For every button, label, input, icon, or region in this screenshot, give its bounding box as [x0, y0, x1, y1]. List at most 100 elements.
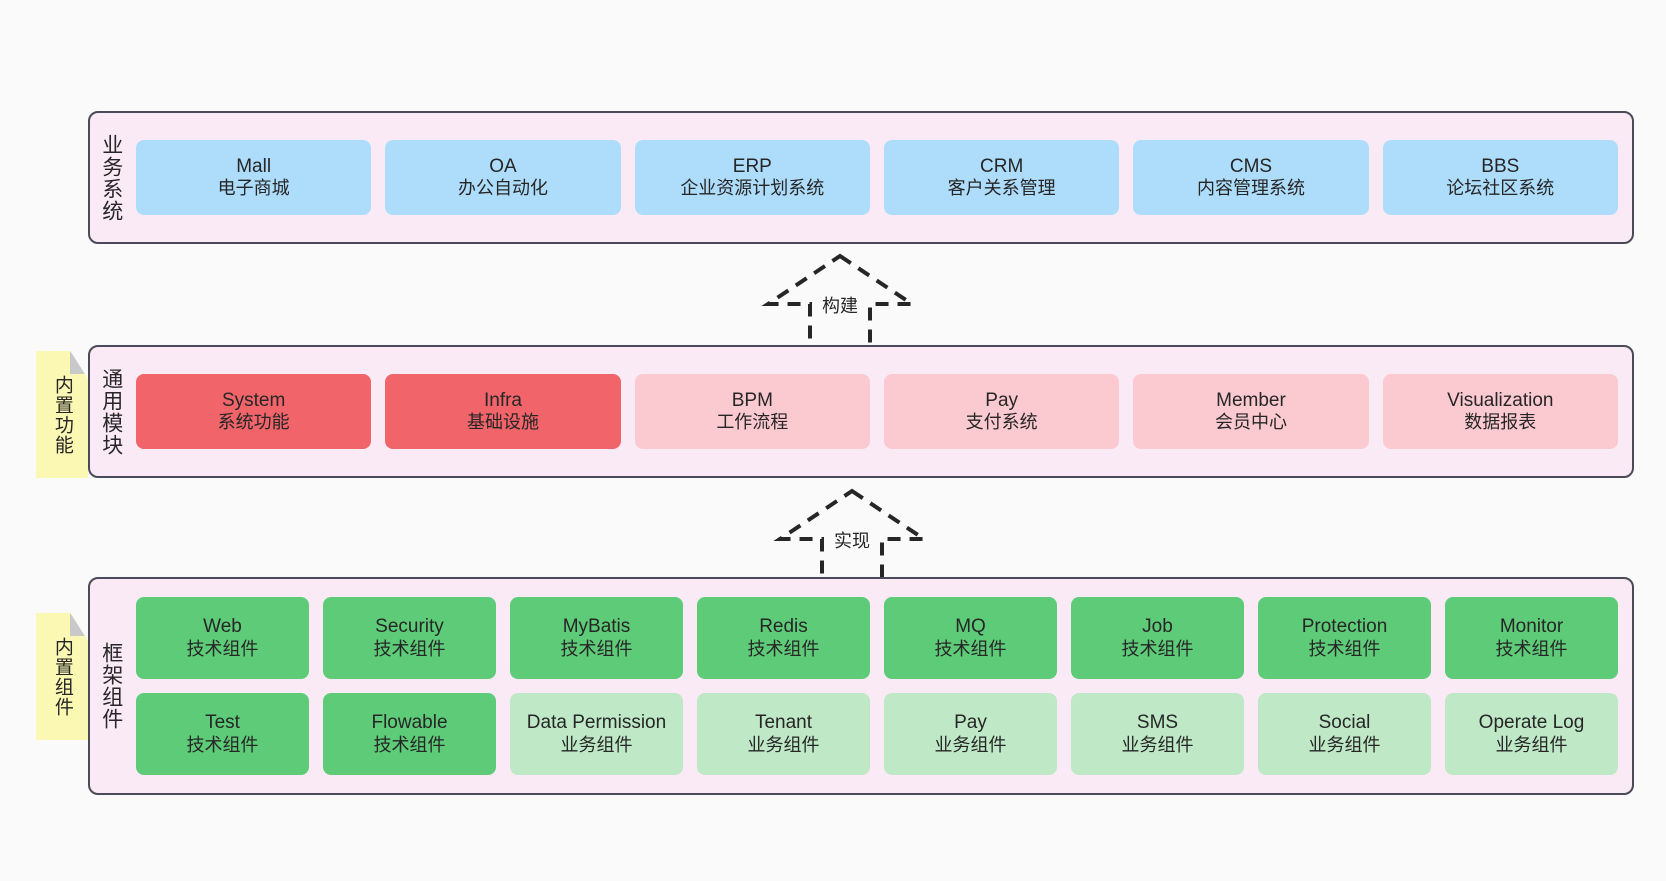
- node-title: Operate Log: [1478, 712, 1585, 734]
- node-crm[interactable]: CRM 客户关系管理: [883, 140, 1120, 215]
- layer-row: Web 技术组件 Security 技术组件 MyBatis 技术组件 Redi…: [136, 597, 1618, 679]
- node-subtitle: 内容管理系统: [1196, 178, 1305, 199]
- node-title: Visualization: [1447, 389, 1554, 411]
- layer-row: Test 技术组件 Flowable 技术组件 Data Permission …: [136, 693, 1618, 775]
- layer-title-business-systems: 业务系统: [99, 133, 123, 222]
- node-operate-log[interactable]: Operate Log 业务组件: [1445, 693, 1618, 775]
- node-subtitle: 业务组件: [1121, 734, 1194, 755]
- connector-implement: 实现: [772, 488, 932, 585]
- node-title: Flowable: [371, 712, 448, 734]
- layer-body-business-systems: Mall 电子商城 OA 办公自动化 ERP 企业资源计划系统 CRM 客户关系…: [132, 113, 1632, 242]
- connector-build: 构建: [760, 253, 920, 350]
- node-subtitle: 电子商城: [217, 178, 290, 199]
- node-title: Web: [203, 616, 242, 638]
- node-oa[interactable]: OA 办公自动化: [385, 140, 621, 215]
- node-monitor[interactable]: Monitor 技术组件: [1445, 597, 1618, 679]
- node-subtitle: 业务组件: [1495, 734, 1568, 755]
- node-mall[interactable]: Mall 电子商城: [136, 140, 372, 215]
- node-title: System: [221, 389, 286, 411]
- note-tag-builtin-components: 内置组件: [36, 613, 88, 740]
- node-visualization[interactable]: Visualization 数据报表: [1382, 374, 1618, 449]
- node-title: Test: [205, 712, 240, 734]
- layer-body-framework-components: Web 技术组件 Security 技术组件 MyBatis 技术组件 Redi…: [132, 579, 1632, 793]
- node-member[interactable]: Member 会员中心: [1133, 374, 1369, 449]
- node-pay-component[interactable]: Pay 业务组件: [884, 693, 1057, 775]
- layer-title-common-modules: 通用模块: [99, 367, 123, 456]
- node-bbs[interactable]: BBS 论坛社区系统: [1382, 140, 1618, 215]
- node-flowable[interactable]: Flowable 技术组件: [323, 693, 496, 775]
- node-title: OA: [489, 155, 517, 177]
- node-mq[interactable]: MQ 技术组件: [884, 597, 1057, 679]
- node-infra[interactable]: Infra 基础设施: [385, 374, 621, 449]
- node-system[interactable]: System 系统功能: [136, 374, 372, 449]
- layer-title-framework-components: 框架组件: [99, 642, 123, 730]
- node-subtitle: 办公自动化: [457, 178, 548, 199]
- node-subtitle: 工作流程: [716, 412, 789, 433]
- node-subtitle: 技术组件: [1121, 638, 1194, 659]
- node-title: CMS: [1229, 155, 1273, 177]
- node-subtitle: 技术组件: [747, 638, 820, 659]
- node-subtitle: 业务组件: [560, 734, 633, 755]
- node-protection[interactable]: Protection 技术组件: [1258, 597, 1431, 679]
- node-title: Infra: [483, 389, 522, 411]
- note-tag-label: 内置功能: [51, 374, 73, 455]
- node-job[interactable]: Job 技术组件: [1071, 597, 1244, 679]
- note-tag-label: 内置组件: [51, 636, 73, 717]
- node-title: Job: [1142, 616, 1173, 638]
- node-redis[interactable]: Redis 技术组件: [697, 597, 870, 679]
- layer-row: Mall 电子商城 OA 办公自动化 ERP 企业资源计划系统 CRM 客户关系…: [136, 140, 1618, 215]
- node-web[interactable]: Web 技术组件: [136, 597, 309, 679]
- node-subtitle: 业务组件: [747, 734, 820, 755]
- node-pay[interactable]: Pay 支付系统: [883, 374, 1120, 449]
- node-title: Member: [1216, 389, 1286, 411]
- node-subtitle: 技术组件: [373, 638, 446, 659]
- node-subtitle: 数据报表: [1464, 412, 1537, 433]
- node-subtitle: 技术组件: [1495, 638, 1568, 659]
- node-title: Pay: [985, 389, 1019, 411]
- layer-row: System 系统功能 Infra 基础设施 BPM 工作流程 Pay 支付系统…: [136, 374, 1618, 449]
- node-title: Pay: [954, 712, 987, 734]
- node-title: SMS: [1136, 712, 1179, 734]
- node-subtitle: 系统功能: [217, 412, 290, 433]
- layer-body-common-modules: System 系统功能 Infra 基础设施 BPM 工作流程 Pay 支付系统…: [132, 347, 1632, 476]
- node-subtitle: 技术组件: [560, 638, 633, 659]
- node-data-permission[interactable]: Data Permission 业务组件: [510, 693, 683, 775]
- node-title: MyBatis: [562, 616, 631, 638]
- node-title: MQ: [955, 616, 986, 638]
- node-cms[interactable]: CMS 内容管理系统: [1133, 140, 1369, 215]
- node-subtitle: 会员中心: [1214, 412, 1287, 433]
- node-subtitle: 技术组件: [1308, 638, 1381, 659]
- node-title: BBS: [1481, 155, 1520, 177]
- node-erp[interactable]: ERP 企业资源计划系统: [634, 140, 870, 215]
- node-subtitle: 技术组件: [186, 638, 259, 659]
- node-title: Protection: [1301, 616, 1388, 638]
- node-title: Data Permission: [526, 712, 667, 734]
- node-title: Security: [375, 616, 444, 638]
- node-subtitle: 技术组件: [186, 734, 259, 755]
- node-subtitle: 技术组件: [934, 638, 1007, 659]
- node-title: Social: [1318, 712, 1371, 734]
- node-title: Mall: [236, 155, 272, 177]
- node-tenant[interactable]: Tenant 业务组件: [697, 693, 870, 775]
- node-subtitle: 基础设施: [466, 412, 539, 433]
- connector-implement-label: 实现: [834, 531, 870, 551]
- node-title: CRM: [980, 155, 1024, 177]
- node-social[interactable]: Social 业务组件: [1258, 693, 1431, 775]
- node-test[interactable]: Test 技术组件: [136, 693, 309, 775]
- node-subtitle: 业务组件: [1308, 734, 1381, 755]
- node-subtitle: 论坛社区系统: [1446, 178, 1555, 199]
- node-title: Monitor: [1499, 616, 1564, 638]
- layer-framework-components: 框架组件 Web 技术组件 Security 技术组件 MyBatis 技术组件…: [88, 577, 1634, 795]
- node-subtitle: 技术组件: [373, 734, 446, 755]
- node-subtitle: 企业资源计划系统: [680, 178, 825, 199]
- node-title: Redis: [759, 616, 808, 638]
- note-tag-builtin-functions: 内置功能: [36, 351, 88, 478]
- node-security[interactable]: Security 技术组件: [323, 597, 496, 679]
- page-fold-corner-icon: [70, 351, 88, 374]
- node-bpm[interactable]: BPM 工作流程: [634, 374, 870, 449]
- layer-common-modules: 通用模块 System 系统功能 Infra 基础设施 BPM 工作流程 Pay…: [88, 345, 1634, 478]
- node-mybatis[interactable]: MyBatis 技术组件: [510, 597, 683, 679]
- node-subtitle: 客户关系管理: [947, 178, 1056, 199]
- node-sms[interactable]: SMS 业务组件: [1071, 693, 1244, 775]
